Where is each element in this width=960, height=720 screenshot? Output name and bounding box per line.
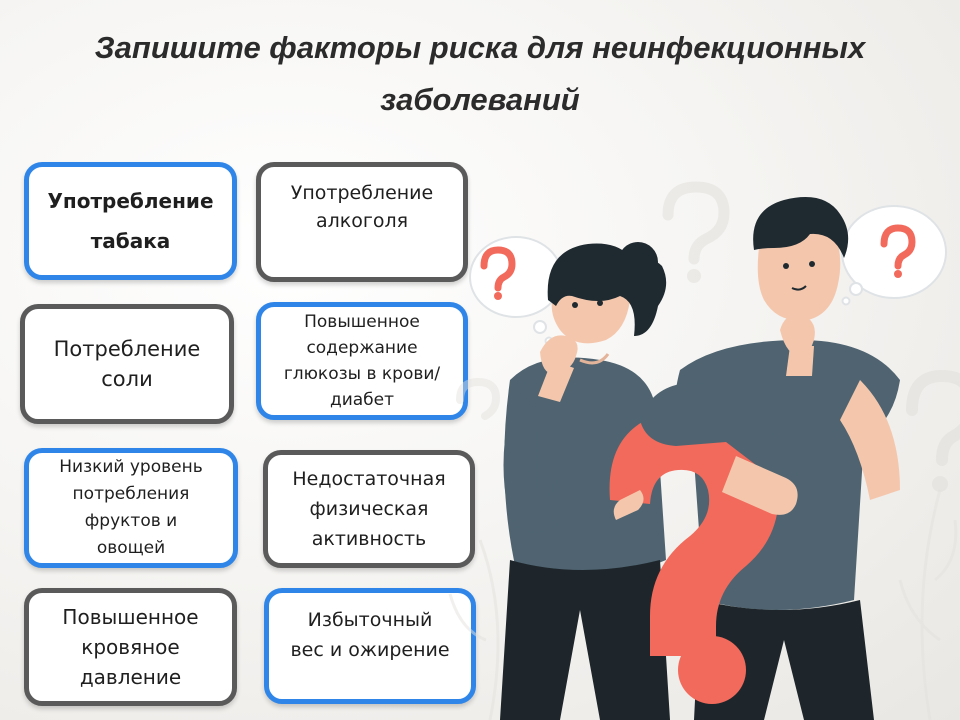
card-line: Избыточный (307, 609, 433, 631)
card-line: физическая (309, 498, 429, 520)
background-question-mark-icon (456, 181, 960, 492)
card-line: активность (311, 528, 427, 550)
card-line: Употребление (47, 189, 214, 213)
card-text: Низкий уровень потребления фруктов и ово… (59, 454, 203, 562)
card-text: Недостаточная физическая активность (292, 464, 445, 554)
card-line: Повышенное (62, 605, 199, 629)
risk-card-pressure: Повышенное кровяное давление (24, 588, 237, 706)
card-line: глюкозы в крови/ (283, 364, 441, 384)
page-title: Запишите факторы риска для неинфекционны… (94, 30, 866, 117)
card-line: соли (101, 367, 153, 391)
card-line: Низкий уровень (59, 457, 203, 477)
card-line: содержание (306, 338, 418, 358)
card-line: кровяное (81, 635, 180, 659)
card-line: вес и ожирение (290, 639, 450, 661)
card-line: табака (90, 229, 171, 253)
thought-bubble-icon (469, 205, 947, 346)
card-line: овощей (96, 538, 166, 558)
risk-card-glucose: Повышенное содержание глюкозы в крови/ д… (256, 302, 468, 420)
card-text: Употребление алкоголя (291, 179, 433, 235)
thinking-people-illustration (448, 181, 960, 720)
risk-card-tobacco: Употребление табака (24, 162, 237, 280)
card-line: Недостаточная (292, 468, 446, 490)
card-text: Повышенное кровяное давление (62, 602, 198, 692)
card-text: Потребление соли (54, 334, 201, 394)
risk-card-alcohol: Употребление алкоголя (256, 162, 468, 282)
card-line: алкоголя (315, 210, 409, 232)
risk-card-salt: Потребление соли (20, 304, 234, 424)
risk-card-activity: Недостаточная физическая активность (263, 450, 475, 568)
risk-card-obesity: Избыточный вес и ожирение (264, 588, 476, 704)
thinking-woman (500, 242, 670, 720)
background-leaves (448, 489, 958, 720)
card-line: Повышенное (304, 312, 420, 332)
resting-arm (613, 383, 800, 520)
card-text: Употребление табака (47, 181, 213, 261)
risk-card-fruits: Низкий уровень потребления фруктов и ово… (24, 448, 238, 568)
card-line: Потребление (53, 337, 201, 361)
card-line: потребления (72, 484, 190, 504)
card-text: Избыточный вес и ожирение (290, 605, 449, 665)
card-text: Повышенное содержание глюкозы в крови/ д… (284, 309, 440, 413)
card-line: давление (79, 665, 182, 689)
card-line: фруктов и (84, 511, 178, 531)
card-line: Употребление (290, 182, 434, 204)
card-line: диабет (329, 390, 395, 410)
